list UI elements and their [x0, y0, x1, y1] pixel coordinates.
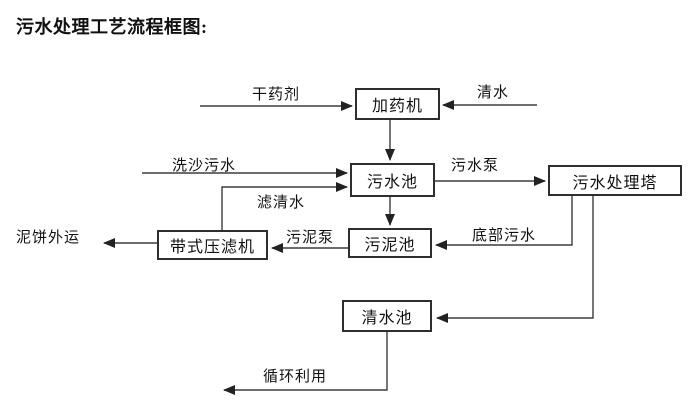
edge-recycling-arrow	[223, 332, 388, 395]
node-sewage-pool: 污水池	[350, 163, 435, 197]
flow-label-sand-wash-sewage: 洗沙污水	[172, 158, 237, 174]
flow-label-mud-cake-out: 泥饼外运	[16, 230, 81, 246]
flow-label-sewage-pump: 污水泵	[451, 158, 500, 174]
node-dosing-machine: 加药机	[355, 88, 440, 120]
node-belt-filter-press: 带式压滤机	[157, 230, 268, 260]
edge-filtered-water-arrow	[221, 182, 348, 230]
flow-label-sludge-pump: 污泥泵	[286, 230, 335, 246]
flow-label-filtered-water: 滤清水	[257, 195, 306, 211]
node-treatment-tower: 污水处理塔	[548, 165, 682, 196]
flow-label-dry-agent: 干药剂	[252, 87, 301, 103]
flow-label-clean-water: 清水	[477, 85, 510, 101]
edge-bottom-sewage-arrow	[435, 196, 573, 250]
flow-label-bottom-sewage: 底部污水	[472, 228, 537, 244]
edge-tower-to-clean-pool	[436, 196, 594, 323]
node-sludge-pool: 污泥池	[348, 228, 432, 258]
node-clean-water-pool: 清水池	[342, 300, 432, 332]
flow-label-recycling: 循环利用	[263, 369, 328, 385]
page-title: 污水处理工艺流程框图:	[16, 17, 208, 37]
